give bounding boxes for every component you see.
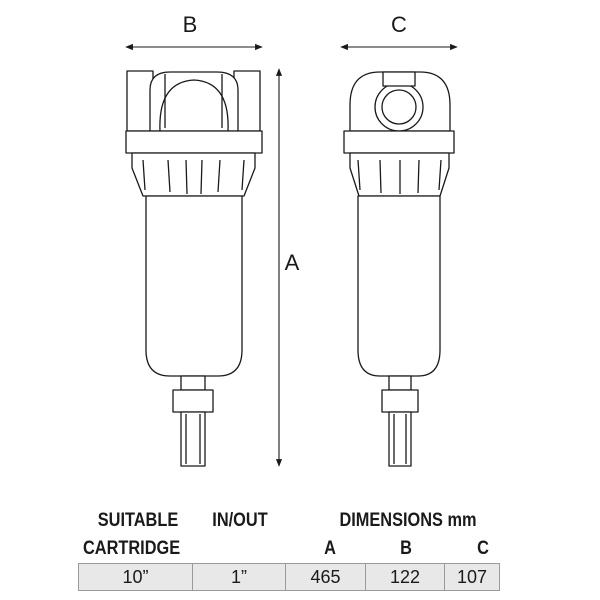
cell-inout: 1” <box>193 564 286 590</box>
front-head-body <box>149 71 239 132</box>
header-dimensions: DIMENSIONS mm <box>339 510 477 531</box>
front-head-dome <box>159 79 229 132</box>
front-head-plate <box>125 130 263 154</box>
side-drain-outlet <box>388 411 412 467</box>
front-drain-valve <box>172 389 214 413</box>
side-port-inner <box>381 89 417 125</box>
header-col-a: A <box>324 538 336 559</box>
side-head-plate <box>343 130 455 154</box>
front-bowl-ring <box>131 152 256 197</box>
cell-dim-a: 465 <box>286 564 366 590</box>
header-cartridge-line1: SUITABLE <box>97 510 179 531</box>
cell-cartridge: 10” <box>79 564 193 590</box>
header-cartridge-line2: CARTRIDGE <box>83 538 181 559</box>
front-drain-stem <box>180 375 206 391</box>
header-col-c: C <box>477 538 489 559</box>
front-drain-outlet <box>180 411 206 467</box>
filter-housing-drawing: B A C <box>125 12 458 467</box>
header-col-b: B <box>400 538 412 559</box>
cell-dim-b: 122 <box>366 564 445 590</box>
header-inout: IN/OUT <box>212 510 268 531</box>
dimension-c-label: C <box>391 12 407 37</box>
front-view: B A <box>125 12 300 467</box>
side-drain-valve <box>381 389 419 413</box>
side-drain-stem <box>388 375 412 391</box>
front-inlet-port <box>126 70 154 132</box>
side-bowl <box>357 195 441 377</box>
dimension-a-label: A <box>285 250 300 275</box>
side-view: C <box>340 12 458 467</box>
side-port-hex <box>382 71 416 87</box>
cell-dim-c: 107 <box>456 566 488 587</box>
dimension-b-label: B <box>183 12 198 37</box>
table-row: 10” 1” 465 122 107 <box>78 563 500 591</box>
front-bowl <box>145 195 243 377</box>
